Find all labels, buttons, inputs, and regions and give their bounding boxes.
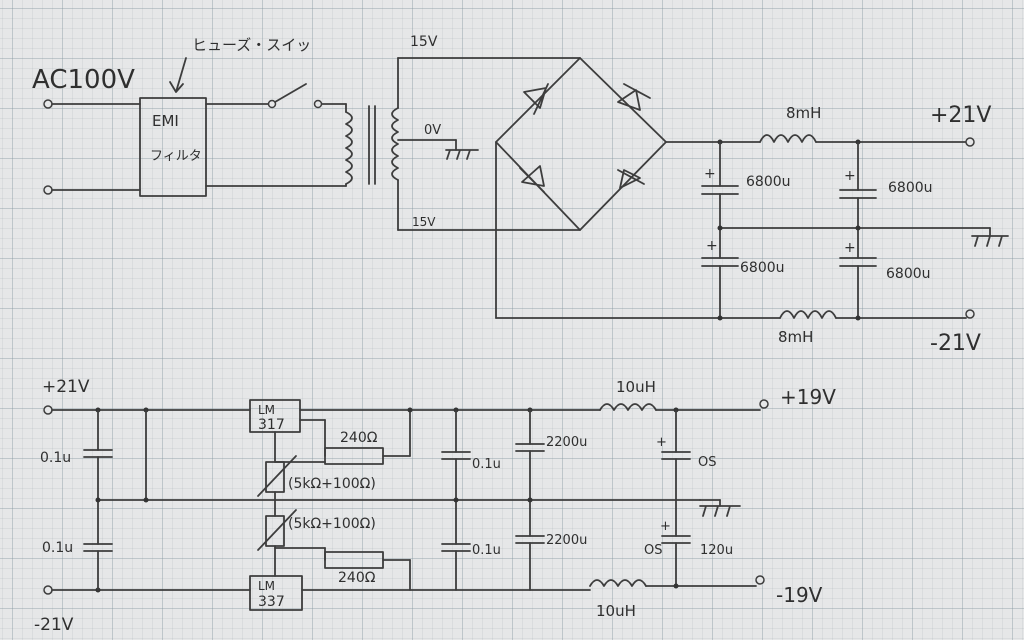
ground-symbol-top (971, 235, 1009, 247)
transformer: 15V 15V 0V (345, 34, 581, 231)
out-neg-label: -21V (930, 331, 981, 356)
cap-big-bot-label: 2200u (546, 533, 587, 548)
inductor-top-label: 8mH (786, 104, 821, 122)
cap-1-label: 6800u (746, 174, 791, 190)
regulator-input: +21V -21V 0.1u 0.1u (34, 377, 701, 635)
bridge-rectifier (495, 57, 667, 231)
cap-mid-bot-label: 0.1u (472, 543, 501, 558)
svg-text:+: + (660, 519, 671, 534)
os-bot-label: OS (644, 543, 662, 558)
os-top-label: OS (698, 455, 716, 470)
cap-big-top-label: 2200u (546, 435, 587, 450)
lm337-regulator: LM 337 (5kΩ+100Ω) 240Ω (249, 499, 591, 611)
ground-symbol-bottom (699, 505, 741, 517)
out-pos-label: +21V (930, 103, 991, 128)
cap-in-bot-label: 0.1u (42, 540, 73, 556)
tap-bottom-label: 15V (412, 215, 436, 229)
coil-bot-label: 10uH (596, 602, 636, 620)
cap-mid-top-label: 0.1u (472, 457, 501, 472)
ac-terminal-bottom (43, 185, 53, 195)
output-caps: 0.1u 0.1u 2200u 2200u (441, 407, 587, 591)
tap-top-label: 15V (410, 34, 438, 50)
reg-top-label-2: 317 (258, 417, 285, 433)
reg-top-label-1: LM (258, 403, 275, 417)
svg-text:+: + (704, 166, 716, 182)
coil-top-label: 10uH (616, 378, 656, 396)
reservoir-capacitors: + + 6800u 6800u + + 6800u 6800u (701, 141, 1009, 319)
reg-out-neg-label: -19V (776, 583, 823, 607)
pot-bot-label: (5kΩ+100Ω) (288, 516, 376, 532)
svg-text:+: + (656, 435, 667, 450)
cap-3-label: 6800u (740, 260, 785, 276)
svg-text:+: + (706, 238, 718, 254)
fuse-switch-note: ヒューズ・スイッ (192, 36, 311, 54)
os-bot-val-label: 120u (700, 543, 733, 558)
neg-rail-filter: 8mH -21V (495, 141, 981, 356)
reg-out-pos-label: +19V (780, 385, 836, 409)
pot-top-label: (5kΩ+100Ω) (288, 476, 376, 492)
res-top-label: 240Ω (340, 430, 378, 446)
ac-input-section: AC100V ヒューズ・スイッ (32, 36, 311, 195)
output-stage-pos: 10uH +19V + OS (599, 378, 836, 517)
cap-in-top-label: 0.1u (40, 450, 71, 466)
reg-in-pos-label: +21V (42, 377, 90, 397)
cap-2-label: 6800u (888, 180, 933, 196)
cap-4-label: 6800u (886, 266, 931, 282)
ac-input-label: AC100V (32, 65, 135, 95)
inductor-bottom-label: 8mH (778, 328, 813, 346)
reg-bot-label-2: 337 (258, 594, 285, 610)
svg-text:+: + (844, 168, 856, 184)
pos-rail-filter: 8mH +21V (665, 103, 991, 147)
ac-terminal-top (43, 99, 53, 109)
res-bot-label: 240Ω (338, 570, 376, 586)
emi-filter: EMI フィルタ (139, 97, 207, 197)
ground-symbol-transformer (445, 149, 479, 160)
lm317-regulator: LM 317 240Ω (5kΩ+100Ω) (249, 399, 601, 501)
power-switch (205, 83, 347, 187)
emi-filter-label: フィルタ (150, 149, 202, 164)
reg-in-neg-label: -21V (34, 615, 74, 635)
tap-center-label: 0V (424, 123, 441, 138)
emi-label: EMI (152, 112, 179, 130)
reg-bot-label-1: LM (258, 579, 275, 593)
output-stage-neg: + OS 120u 10uH -19V (589, 499, 823, 620)
svg-text:+: + (844, 240, 856, 256)
